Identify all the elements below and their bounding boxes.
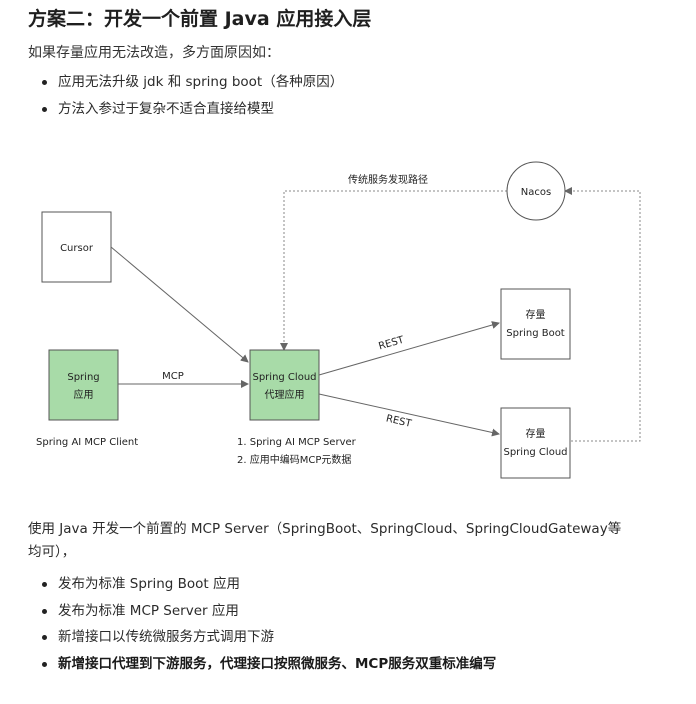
list-item: 发布为标准 MCP Server 应用 — [38, 601, 496, 628]
spring-app-label: Spring — [67, 372, 99, 383]
list-item: 新增接口代理到下游服务，代理接口按照微服务、MCP服务双重标准编写 — [38, 654, 496, 681]
legacy-cloud-label: Spring Cloud — [503, 447, 567, 458]
proxy-node: Spring Cloud 代理应用 — [249, 349, 320, 421]
proxy-label: Spring Cloud — [252, 372, 316, 383]
features-list: 发布为标准 Spring Boot 应用 发布为标准 MCP Server 应用… — [38, 574, 496, 680]
discovery-path-line — [280, 190, 507, 351]
cursor-label: Cursor — [60, 243, 94, 254]
cursor-node: Cursor — [41, 211, 112, 283]
rest-label-cloud: REST — [385, 413, 413, 430]
nacos-node: Nacos — [506, 161, 566, 221]
legacy-cloud-label: 存量 — [526, 427, 546, 440]
registration-path-line — [564, 187, 641, 442]
list-item: 新增接口以传统微服务方式调用下游 — [38, 627, 496, 654]
page-title: 方案二：开发一个前置 Java 应用接入层 — [28, 8, 372, 30]
list-item: 发布为标准 Spring Boot 应用 — [38, 574, 496, 601]
list-item: 应用无法升级 jdk 和 spring boot（各种原因） — [38, 72, 343, 99]
intro-text: 如果存量应用无法改造，多方面原因如： — [28, 45, 280, 61]
legacy-cloud-node: 存量 Spring Cloud — [500, 407, 571, 479]
reasons-list: 应用无法升级 jdk 和 spring boot（各种原因） 方法入参过于复杂不… — [38, 72, 343, 125]
spring-client-caption: Spring AI MCP Client — [36, 437, 138, 448]
proxy-note: 2. 应用中编码MCP元数据 — [237, 453, 351, 466]
legacy-boot-node: 存量 Spring Boot — [500, 288, 571, 360]
cursor-to-proxy-edge — [110, 246, 249, 363]
proxy-label: 代理应用 — [265, 388, 305, 401]
spring-app-node: Spring 应用 — [48, 349, 119, 421]
nacos-label: Nacos — [521, 187, 551, 198]
legacy-boot-label: Spring Boot — [506, 328, 565, 339]
summary-paragraph: 使用 Java 开发一个前置的 MCP Server（SpringBoot、Sp… — [28, 521, 622, 560]
proxy-note: 1. Spring AI MCP Server — [237, 437, 357, 448]
rest-label-boot: REST — [377, 335, 406, 353]
discovery-path-label: 传统服务发现路径 — [348, 173, 428, 186]
rest-edge-cloud — [318, 393, 500, 437]
mcp-label: MCP — [162, 371, 184, 382]
legacy-boot-label: 存量 — [526, 308, 546, 321]
rest-edge-boot — [318, 321, 500, 376]
list-item: 方法入参过于复杂不适合直接给模型 — [38, 99, 343, 126]
spring-app-label: 应用 — [74, 388, 94, 401]
